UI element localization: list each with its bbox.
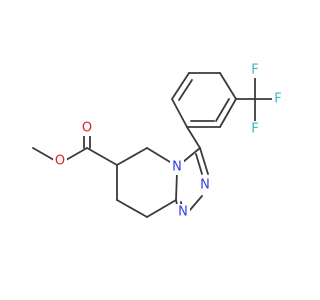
- atom-o-carbonyl: O: [82, 121, 92, 136]
- bond-methyl-o: [32, 147, 55, 161]
- bond-c5-n4: [146, 147, 171, 163]
- bond-o-carbonyl: [65, 147, 88, 161]
- bond-ph4-ph5: [219, 72, 237, 100]
- atom-n4: N: [172, 160, 182, 175]
- atom-f-bottom: F: [251, 122, 258, 137]
- bond-carbonyl-c6: [86, 147, 118, 166]
- atom-label-group: N N N O O F F F: [53, 62, 284, 220]
- bond-c8-c8a: [146, 199, 177, 218]
- bond-ph1-ph2: [171, 98, 188, 128]
- bond-ph5-ph6: [219, 98, 237, 128]
- atom-o-ester: O: [55, 154, 65, 169]
- bond-c3-phenyl: [186, 126, 201, 149]
- bond-ph2-ph3: [171, 72, 190, 100]
- bond-c3-n2-double-a: [199, 147, 209, 175]
- bond-c3-n2-double-b: [195, 153, 203, 175]
- bond-n2-n1: [189, 195, 203, 211]
- bond-c8a-n4: [175, 171, 178, 201]
- bond-c6-c5: [116, 147, 148, 166]
- bond-group: [32, 72, 274, 218]
- bond-c7-c8: [116, 199, 148, 218]
- atom-n1: N: [178, 205, 188, 220]
- atom-f-top: F: [251, 63, 258, 78]
- bond-ph-inner-a: [178, 79, 193, 101]
- bond-n4-c3: [182, 147, 201, 163]
- bond-ph-inner-b: [215, 98, 230, 122]
- atom-f-right: F: [274, 92, 281, 107]
- atom-n2: N: [200, 178, 210, 193]
- molecule-structure-diagram: N N N O O F F F: [32, 62, 284, 220]
